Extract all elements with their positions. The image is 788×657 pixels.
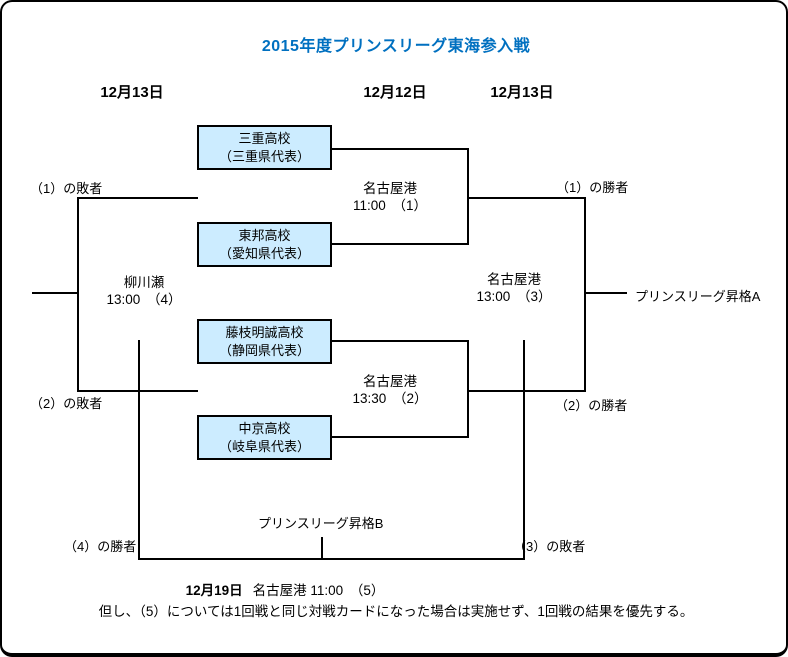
- line-team3-out: [332, 340, 468, 342]
- line-match3-winner: [585, 292, 627, 294]
- line-match3-join: [584, 197, 586, 392]
- label-promotion-a: プリンスリーグ昇格A: [635, 289, 761, 304]
- line-team2-out: [332, 243, 468, 245]
- match1-venue: 名古屋港: [363, 181, 417, 196]
- team-box-fujieda-meisei: 藤枝明誠高校 （静岡県代表）: [197, 319, 332, 364]
- line-promotion-b-stub: [321, 537, 323, 560]
- footnote: 但し、（5）については1回戦と同じ対戦カードになった場合は実施せず、1回戦の結果…: [98, 604, 694, 619]
- team-region: （静岡県代表）: [218, 342, 310, 358]
- line-loser3-drop: [523, 340, 525, 560]
- match4-label: 柳川瀬 13:00 （4）: [96, 274, 192, 308]
- match2-time: 13:30 （2）: [352, 391, 428, 406]
- match3-time: 13:00 （3）: [476, 289, 552, 304]
- team-region: （岐阜県代表）: [218, 438, 310, 454]
- line-winner4-drop: [138, 340, 140, 560]
- match2-venue: 名古屋港: [363, 374, 417, 389]
- label-winner1: （1）の勝者: [556, 180, 629, 195]
- line-match5-base: [139, 558, 525, 560]
- label-loser3: （3）の敗者: [513, 539, 586, 554]
- line-team4-out: [332, 436, 468, 438]
- match1-label: 名古屋港 11:00 （1）: [342, 180, 438, 214]
- team-name: 藤枝明誠高校: [225, 324, 304, 340]
- line-match2-join: [467, 340, 469, 438]
- match3-label: 名古屋港 13:00 （3）: [466, 271, 562, 305]
- line-match4-join: [77, 197, 79, 392]
- match4-venue: 柳川瀬: [123, 275, 165, 290]
- line-team1-out: [332, 148, 468, 150]
- team-name: 中京高校: [238, 420, 291, 436]
- date-column-center: 12月12日: [363, 84, 427, 101]
- line-match2-winner: [468, 390, 585, 392]
- team-name: 東邦高校: [238, 227, 291, 243]
- match5-label: 12月19日名古屋港 11:00 （5）: [120, 579, 450, 599]
- match5-date: 12月19日: [185, 583, 243, 598]
- label-loser1: （1）の敗者: [30, 181, 103, 196]
- team-name: 三重高校: [238, 130, 291, 146]
- label-loser2: （2）の敗者: [30, 396, 103, 411]
- date-column-left: 12月13日: [100, 84, 164, 101]
- date-column-right: 12月13日: [490, 84, 554, 101]
- match4-time: 13:00 （4）: [106, 292, 182, 307]
- page-title: 2015年度プリンスリーグ東海参入戦: [261, 38, 531, 55]
- line-loser1-feed: [78, 197, 198, 199]
- team-box-chukyo: 中京高校 （岐阜県代表）: [197, 415, 332, 460]
- line-match1-winner: [468, 197, 585, 199]
- label-winner4: （4）の勝者: [64, 539, 137, 554]
- label-winner2: （2）の勝者: [555, 398, 628, 413]
- match3-venue: 名古屋港: [487, 272, 541, 287]
- label-promotion-b: プリンスリーグ昇格B: [258, 516, 384, 531]
- line-match1-join: [467, 148, 469, 245]
- team-box-mie: 三重高校 （三重県代表）: [197, 125, 332, 170]
- team-region: （愛知県代表）: [218, 245, 310, 261]
- match5-detail: 名古屋港 11:00 （5）: [252, 583, 385, 598]
- team-region: （三重県代表）: [218, 148, 310, 164]
- line-match4-winner: [32, 292, 78, 294]
- match1-time: 11:00 （1）: [352, 198, 428, 213]
- match2-label: 名古屋港 13:30 （2）: [342, 373, 438, 407]
- team-box-toho: 東邦高校 （愛知県代表）: [197, 222, 332, 267]
